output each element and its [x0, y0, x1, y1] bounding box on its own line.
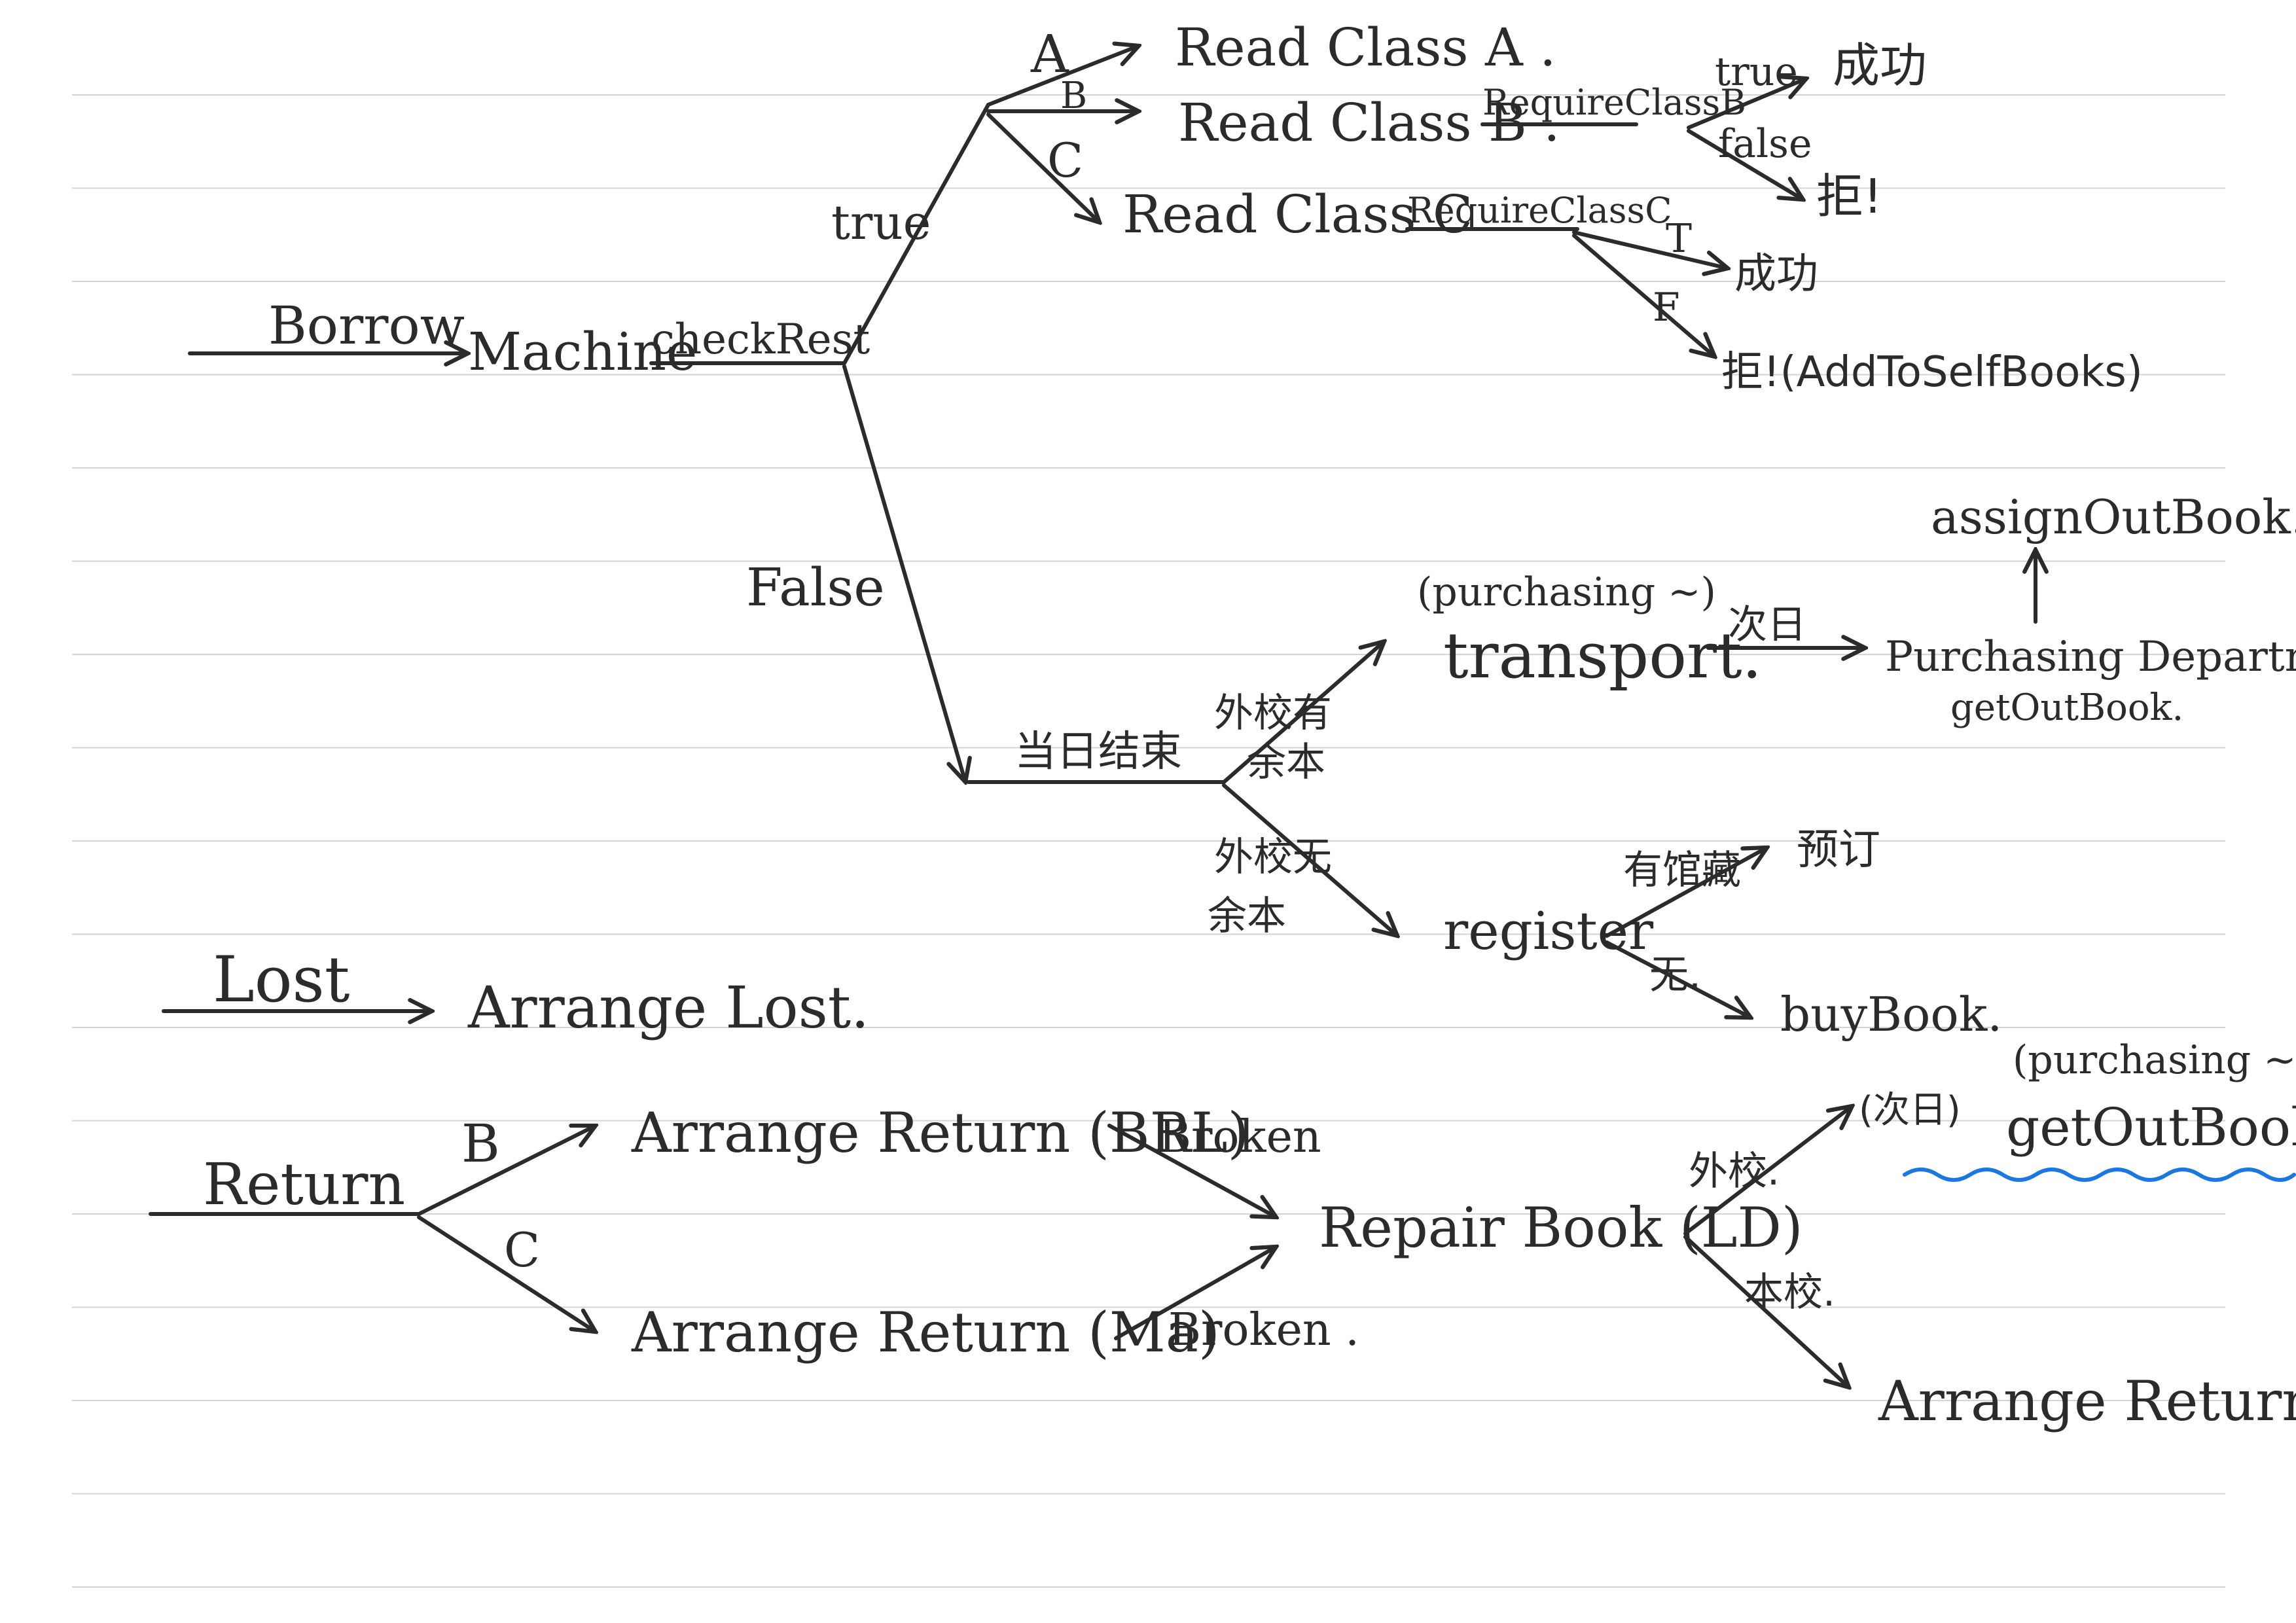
other-school-none-label-1: 外校无	[1214, 834, 1332, 880]
next-day-label-1: 次日	[1728, 602, 1806, 648]
broken-label-1: Broken	[1158, 1111, 1321, 1163]
return-c-edge	[417, 1215, 596, 1332]
purchasing-note-2: (purchasing ~)	[2013, 1037, 2296, 1083]
purchasing-dept-node: Purchasing Department	[1885, 633, 2296, 681]
true-branch-label: true	[831, 195, 931, 250]
edge-to-class-a	[986, 46, 1139, 107]
day-end-label: 当日结束	[1014, 728, 1182, 776]
c-t-edge	[1572, 230, 1728, 268]
return-label: Return	[203, 1150, 405, 1218]
repair-other-school-edge	[1683, 1106, 1852, 1236]
b-false-label: false	[1718, 121, 1812, 167]
broken-edge-2	[1114, 1247, 1276, 1340]
machine-node: Machine	[468, 321, 697, 382]
has-collection-edge	[1605, 847, 1767, 938]
other-school-none-edge	[1222, 783, 1397, 936]
return-b-edge	[417, 1126, 596, 1216]
require-class-b-label: RequireClassB	[1482, 82, 1746, 123]
check-rest-label: checkRest	[651, 315, 870, 364]
has-collection-label: 有馆藏	[1623, 847, 1741, 893]
none-edge	[1605, 940, 1751, 1018]
lost-flow: Lost Arrange Lost.	[162, 943, 869, 1041]
repair-book-node: Repair Book (LD)	[1319, 1196, 1803, 1260]
c-f-edge	[1572, 234, 1715, 357]
other-school-has-label-1: 外校有	[1214, 690, 1332, 736]
borrow-flow: Borrow Machine checkRest true A B C Read…	[188, 17, 2296, 1042]
true-branch-line	[842, 103, 990, 365]
other-school-has-label-2: 余本	[1247, 740, 1325, 785]
reserve-node: 预订	[1797, 826, 1880, 874]
other-school-none-label-2: 余本	[1208, 893, 1286, 939]
c-success-node: 成功	[1734, 250, 1818, 298]
purchasing-note-1: (purchasing ~)	[1417, 569, 1716, 615]
borrow-label: Borrow	[268, 295, 465, 356]
class-c-label: C	[1047, 133, 1083, 188]
false-branch-label: False	[746, 557, 885, 618]
get-out-book-node-2: getOutBook.	[2006, 1097, 2296, 1158]
other-school-has-edge	[1222, 641, 1384, 784]
highlight-underline	[1903, 1168, 2296, 1182]
repair-this-school-label: 本校.	[1744, 1270, 1835, 1315]
none-label: 无.	[1649, 952, 1701, 998]
return-b-label: B	[461, 1113, 500, 1174]
class-a-label: A	[1030, 24, 1069, 84]
repair-other-school-label: 外校.	[1689, 1149, 1780, 1194]
return-c-label: C	[504, 1222, 540, 1277]
arrange-return-brl-node: Arrange Return (BRL)	[631, 1101, 1249, 1165]
c-reject-node: 拒!(AddToSelfBooks)	[1721, 348, 2143, 397]
read-class-a-node: Read Class A .	[1175, 17, 1556, 78]
return-flow: Return B C Arrange Return (BRL) Arrange …	[149, 1037, 2296, 1433]
transport-node: transport.	[1443, 619, 1762, 692]
arrange-return-node: Arrange Return .	[1878, 1369, 2296, 1433]
buy-book-node: buyBook.	[1780, 987, 2002, 1042]
repair-this-school-edge	[1683, 1235, 1849, 1387]
edge-to-class-c	[986, 113, 1100, 223]
read-class-c-node: Read Class C	[1122, 184, 1473, 245]
arrange-return-ma-node: Arrange Return (Ma)	[631, 1300, 1220, 1364]
broken-label-2: Broken .	[1168, 1304, 1359, 1356]
b-true-label: true	[1715, 49, 1798, 95]
arrange-lost-node: Arrange Lost.	[467, 974, 869, 1041]
false-branch-line	[842, 365, 965, 782]
b-false-edge	[1687, 129, 1803, 200]
class-b-label: B	[1060, 75, 1087, 117]
require-class-c-label: RequireClassC	[1407, 190, 1672, 231]
b-success-node: 成功	[1833, 38, 1927, 93]
ruled-lines	[72, 94, 2225, 1588]
c-t-label: T	[1666, 216, 1692, 262]
lost-label: Lost	[213, 943, 350, 1016]
assign-out-book-node: assignOutBook.	[1931, 490, 2296, 544]
get-out-book-node-1: getOutBook.	[1950, 687, 2183, 729]
repair-next-day-label: (次日)	[1859, 1089, 1961, 1132]
c-f-label: F	[1653, 285, 1680, 330]
b-reject-node: 拒!	[1816, 169, 1882, 224]
broken-edge-1	[1107, 1124, 1276, 1217]
b-true-edge	[1687, 79, 1806, 130]
